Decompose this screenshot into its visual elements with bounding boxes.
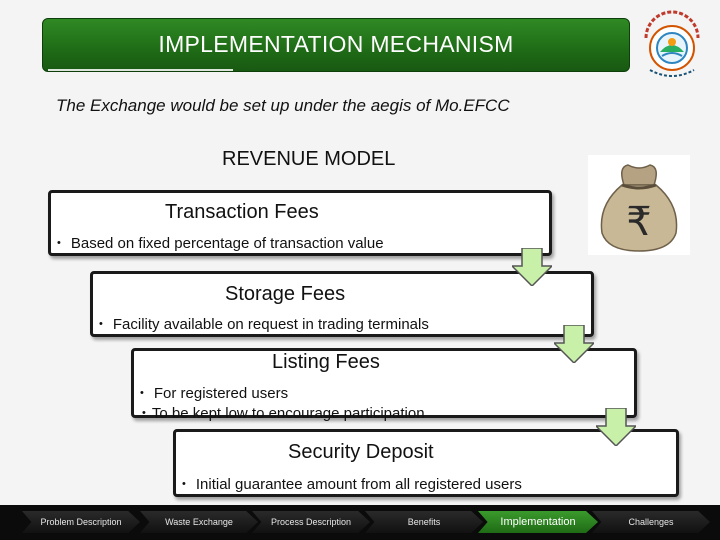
card-transaction-fees: Transaction Fees •Based on fixed percent…: [48, 190, 552, 256]
slide-title-bar: IMPLEMENTATION MECHANISM: [42, 18, 630, 72]
title-underline: [48, 69, 233, 71]
bullet-dot: •: [57, 237, 61, 249]
down-arrow-icon: [554, 325, 594, 363]
card-bullet: •To be kept low to encourage participati…: [142, 405, 425, 422]
card-bullet: •Facility available on request in tradin…: [99, 316, 429, 333]
rupee-money-bag-icon: ₹: [588, 155, 690, 255]
bottom-nav-bar: Problem Description Waste Exchange Proce…: [0, 505, 720, 540]
ministry-emblem-icon: [638, 8, 706, 82]
slide-title: IMPLEMENTATION MECHANISM: [158, 31, 513, 58]
nav-implementation[interactable]: Implementation: [478, 511, 598, 533]
bullet-dot: •: [140, 387, 144, 399]
card-title: Security Deposit: [288, 441, 434, 464]
card-title: Listing Fees: [272, 351, 380, 374]
bullet-dot: •: [142, 407, 146, 419]
section-heading: REVENUE MODEL: [222, 148, 395, 171]
subtitle: The Exchange would be set up under the a…: [56, 96, 510, 116]
nav-process-description[interactable]: Process Description: [252, 511, 370, 533]
nav-waste-exchange[interactable]: Waste Exchange: [140, 511, 258, 533]
card-bullet: •Based on fixed percentage of transactio…: [57, 235, 384, 252]
card-title: Transaction Fees: [165, 201, 319, 224]
card-bullet: •For registered users: [140, 385, 288, 402]
card-bullet: •Initial guarantee amount from all regis…: [182, 476, 522, 493]
down-arrow-icon: [512, 248, 552, 286]
nav-problem-description[interactable]: Problem Description: [22, 511, 140, 533]
svg-text:₹: ₹: [626, 199, 651, 245]
bullet-dot: •: [99, 318, 103, 330]
down-arrow-icon: [596, 408, 636, 446]
nav-benefits[interactable]: Benefits: [365, 511, 483, 533]
bullet-dot: •: [182, 478, 186, 490]
card-title: Storage Fees: [225, 283, 345, 306]
nav-challenges[interactable]: Challenges: [592, 511, 710, 533]
